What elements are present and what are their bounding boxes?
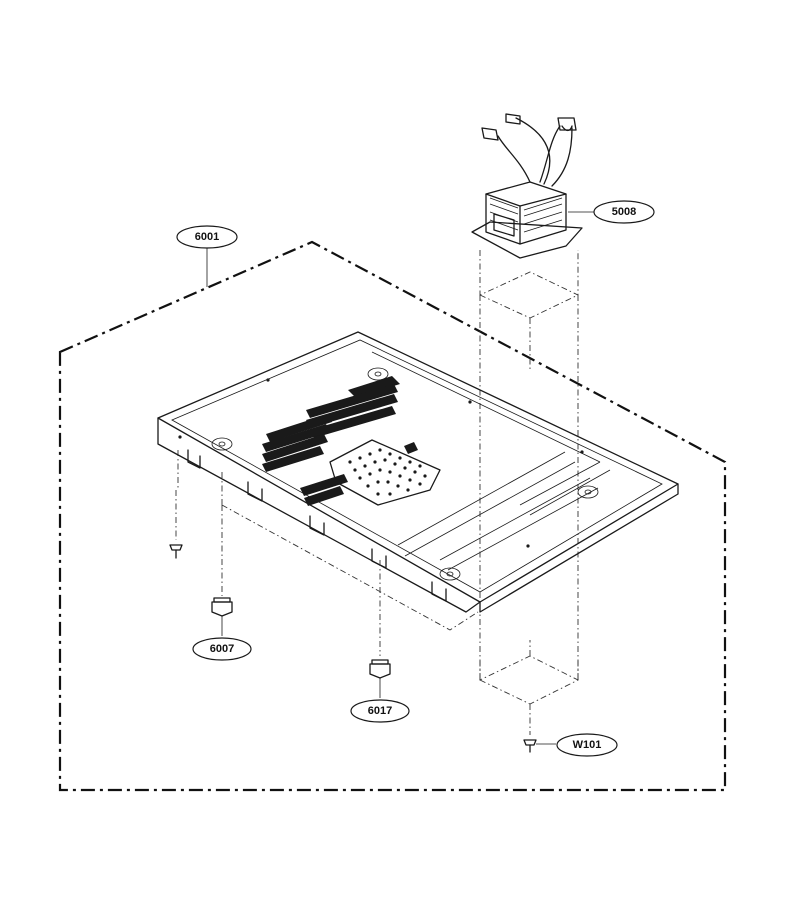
tray-projection [177, 450, 479, 631]
callout-6007-label: 6007 [210, 643, 234, 655]
callout-6001-label: 6001 [195, 231, 219, 243]
callout-5008-label: 5008 [612, 206, 636, 218]
transformer-part [471, 113, 583, 259]
callout-w101: W101 [556, 733, 618, 757]
callout-5008: 5008 [593, 200, 655, 224]
callout-6007: 6007 [192, 637, 252, 661]
callout-w101-label: W101 [573, 739, 602, 751]
callout-6001: 6001 [176, 225, 238, 249]
foot-6007 [211, 505, 233, 636]
transformer-projection [478, 250, 580, 735]
screw-front-left [169, 490, 183, 559]
callout-6017: 6017 [350, 699, 410, 723]
assembly-boundary [58, 240, 727, 792]
callout-6017-label: 6017 [368, 705, 392, 717]
screw-w101 [523, 739, 556, 753]
vent-slots [262, 376, 441, 506]
base-plate-tray [157, 331, 679, 613]
foot-6017 [369, 560, 391, 698]
